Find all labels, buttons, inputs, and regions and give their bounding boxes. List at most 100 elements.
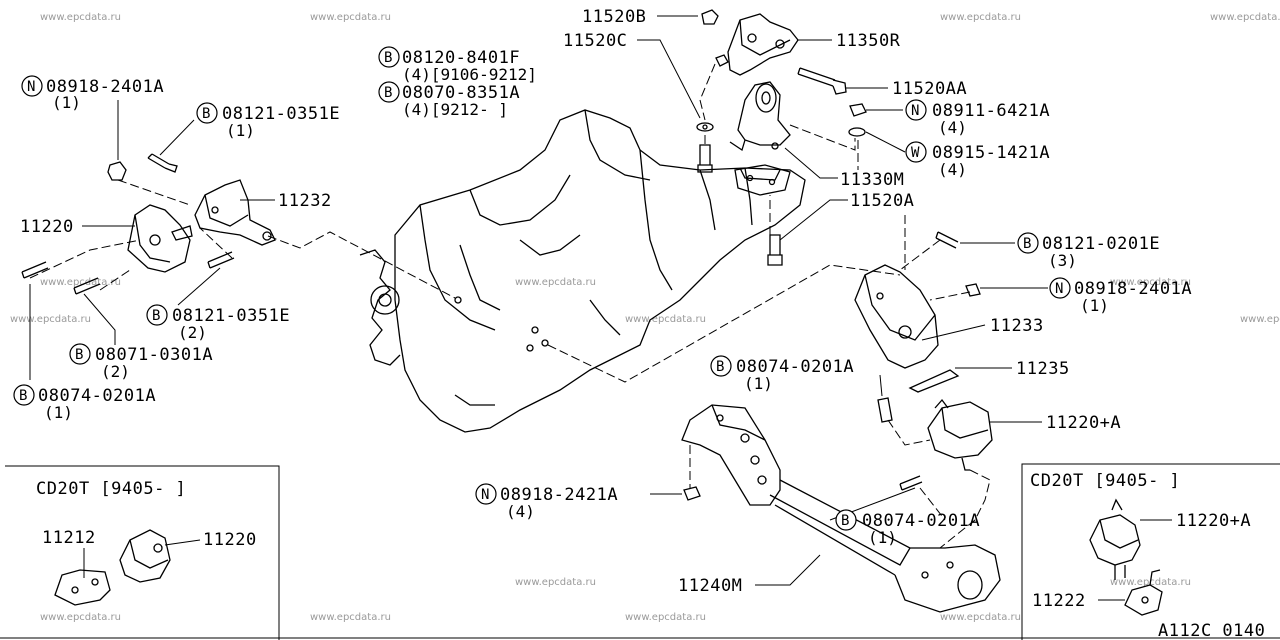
watermark: www.epcdata.ru — [310, 612, 391, 623]
quantity-label: (4) — [938, 160, 967, 179]
quantity-label: (4)[9212- ] — [402, 100, 508, 119]
quantity-label: (1) — [868, 528, 897, 547]
left-mount-assembly — [21, 153, 276, 295]
part-labels: 11520B 11520C 11350R B 08120-8401F (4)[9… — [13, 7, 1192, 596]
part-label: 11520AA — [892, 79, 967, 99]
part-label: 08121-0201E — [1042, 234, 1160, 254]
part-label: 11220 — [203, 530, 257, 550]
bolt-callout-icon — [69, 343, 91, 365]
bolt-callout-icon — [196, 102, 218, 124]
callout-letter: N — [1055, 281, 1063, 297]
part-label: 11330M — [840, 170, 904, 190]
nut-callout-icon — [475, 483, 497, 505]
callout-letter: B — [384, 50, 392, 66]
engine-transmission-drawing — [359, 109, 806, 433]
bolt-callout-icon — [13, 384, 35, 406]
quantity-label: (1) — [44, 403, 73, 422]
callout-letter: B — [75, 347, 83, 363]
part-label: 11232 — [278, 191, 332, 211]
part-label: 11235 — [1016, 359, 1070, 379]
part-label: 08121-0351E — [222, 104, 340, 124]
washer-callout-icon — [905, 141, 927, 163]
watermark: www.epcdata.ru — [515, 277, 596, 288]
watermark: www.epcdata.ru — [10, 314, 91, 325]
callout-letter: B — [716, 359, 724, 375]
right-mount-assembly — [854, 231, 993, 491]
watermark: www.epcdata.ru — [40, 277, 121, 288]
watermark: www.epcdata.ru — [40, 12, 121, 23]
watermark: www.epcdata.ru — [40, 612, 121, 623]
watermark: www.epcdata.ru — [625, 612, 706, 623]
quantity-label: (1) — [1080, 296, 1109, 315]
rear-mount-assembly — [696, 9, 867, 266]
part-label: 08074-0201A — [862, 511, 980, 531]
quantity-label: (1) — [744, 374, 773, 393]
part-label: 08074-0201A — [38, 386, 156, 406]
callout-letter: N — [911, 103, 919, 119]
inset-right: CD20T [9405- ] 11220+A 11222 — [1021, 463, 1280, 640]
quantity-label: (1) — [52, 93, 81, 112]
part-label: 08911-6421A — [932, 101, 1050, 121]
quantity-label: (2) — [101, 362, 130, 381]
quantity-label: (4) — [506, 502, 535, 521]
leader-lines — [29, 15, 1048, 586]
bolt-callout-icon — [835, 509, 857, 531]
callout-letter: B — [152, 308, 160, 324]
assembly-guide-lines — [29, 63, 991, 549]
quantity-label: (4)[9106-9212] — [402, 65, 537, 84]
part-label: 08070-8351A — [402, 83, 520, 103]
part-label: 11220+A — [1176, 511, 1251, 531]
part-label: 11520B — [582, 7, 646, 27]
nut-callout-icon — [21, 75, 43, 97]
quantity-label: (4) — [938, 118, 967, 137]
quantity-label: (1) — [226, 121, 255, 140]
inset-title: CD20T [9405- ] — [36, 479, 186, 499]
inset-left: CD20T [9405- ] 11212 11220 — [5, 465, 280, 640]
part-label: 11520A — [850, 191, 914, 211]
callout-letter: W — [911, 145, 920, 161]
callout-letter: B — [841, 513, 849, 529]
callout-letter: N — [481, 487, 489, 503]
part-label: 11233 — [990, 316, 1044, 336]
part-label: 11350R — [836, 31, 901, 51]
watermark: www.epcdata.ru — [1210, 12, 1280, 23]
part-label: 11212 — [42, 528, 96, 548]
watermark: www.epcdata.ru — [625, 314, 706, 325]
callout-letter: B — [202, 106, 210, 122]
bolt-callout-icon — [146, 304, 168, 326]
watermark: www.epcdata.ru — [940, 612, 1021, 623]
bolt-callout-icon — [378, 46, 400, 68]
bolt-callout-icon — [1017, 232, 1039, 254]
part-label: 08915-1421A — [932, 143, 1050, 163]
part-label: 08074-0201A — [736, 357, 854, 377]
callout-letter: B — [1023, 236, 1031, 252]
part-label: 08918-2421A — [500, 485, 618, 505]
bolt-callout-icon — [378, 81, 400, 103]
callout-letter: B — [384, 85, 392, 101]
watermark: www.epcdata.ru — [940, 12, 1021, 23]
part-label: 11520C — [563, 31, 627, 51]
nut-callout-icon — [905, 99, 927, 121]
part-label: 11240M — [678, 576, 742, 596]
callout-letter: N — [27, 79, 35, 95]
part-label: 08918-2401A — [1074, 279, 1192, 299]
inset-title: CD20T [9405- ] — [1030, 471, 1180, 491]
quantity-label: (2) — [178, 323, 207, 342]
diagram-code: A112C 0140 — [1158, 621, 1265, 640]
part-label: 08121-0351E — [172, 306, 290, 326]
part-label: 08071-0301A — [95, 345, 213, 365]
watermark: www.epcdata.ru — [1240, 314, 1280, 325]
watermark: www.epcdata.ru — [310, 12, 391, 23]
nut-callout-icon — [1049, 277, 1071, 299]
part-label: 08918-2401A — [46, 77, 164, 97]
part-label: 11220+A — [1046, 413, 1121, 433]
quantity-label: (3) — [1048, 251, 1077, 270]
part-label: 11222 — [1032, 591, 1086, 611]
watermark: www.epcdata.ru — [515, 577, 596, 588]
part-label: 11220 — [20, 217, 74, 237]
part-label: 08120-8401F — [402, 48, 520, 68]
watermark: www.epcdata.ru — [1110, 277, 1191, 288]
bolt-callout-icon — [710, 355, 732, 377]
callout-letter: B — [19, 388, 27, 404]
